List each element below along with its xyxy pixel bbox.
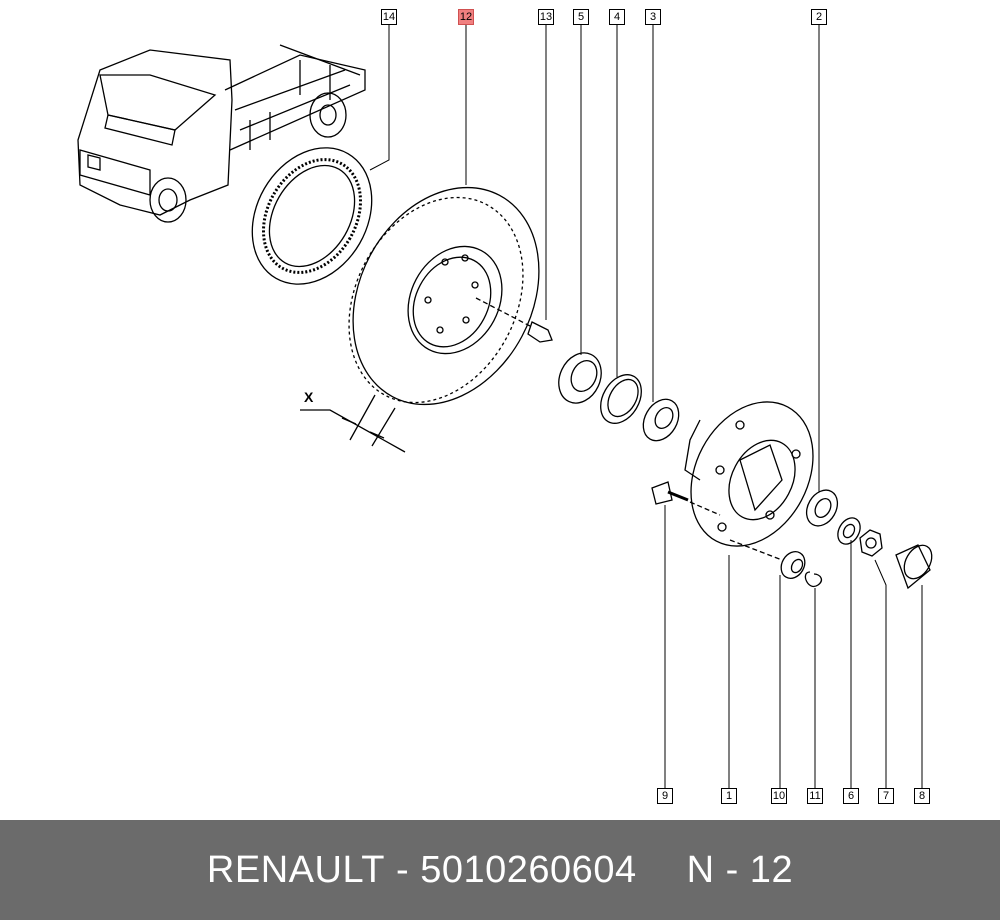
- circlip: [804, 571, 823, 588]
- dimension-x: [300, 394, 406, 453]
- part-number: 5010260604: [420, 848, 637, 891]
- part-reference: N - 12: [686, 848, 794, 891]
- callout-10: 10: [771, 788, 787, 804]
- dimension-label: X: [304, 389, 314, 405]
- callout-7: 7: [878, 788, 894, 804]
- vehicle-sketch: [77, 44, 366, 223]
- exploded-parts-diagram: [77, 25, 933, 788]
- callout-5: 5: [573, 9, 589, 25]
- abs-tone-ring: [251, 147, 373, 285]
- callout-1: 1: [721, 788, 737, 804]
- brake-disc: [348, 186, 540, 406]
- footer-bar: RENAULT - 5010260604 N - 12: [0, 820, 1000, 920]
- callout-13: 13: [538, 9, 554, 25]
- stud-nut: [729, 539, 806, 579]
- disc-bolt: [475, 297, 553, 343]
- brand-name: RENAULT: [206, 848, 385, 891]
- callout-9: 9: [657, 788, 673, 804]
- hub-nut: [859, 529, 883, 557]
- hub-cap: [895, 544, 933, 590]
- callout-12-highlighted: 12: [458, 9, 474, 25]
- leader-lines: [369, 25, 923, 788]
- wheel-hub: [684, 401, 814, 547]
- footer-separator: -: [396, 848, 410, 891]
- inner-bearing: [642, 398, 680, 442]
- callout-2: 2: [811, 9, 827, 25]
- washer: [837, 517, 861, 545]
- retaining-ring: [600, 374, 642, 424]
- callout-6: 6: [843, 788, 859, 804]
- callout-11: 11: [807, 788, 823, 804]
- callout-3: 3: [645, 9, 661, 25]
- seal: [558, 352, 602, 404]
- callout-14: 14: [381, 9, 397, 25]
- callout-4: 4: [609, 9, 625, 25]
- wheel-stud: [651, 481, 721, 516]
- callout-8: 8: [914, 788, 930, 804]
- outer-bearing: [805, 489, 839, 527]
